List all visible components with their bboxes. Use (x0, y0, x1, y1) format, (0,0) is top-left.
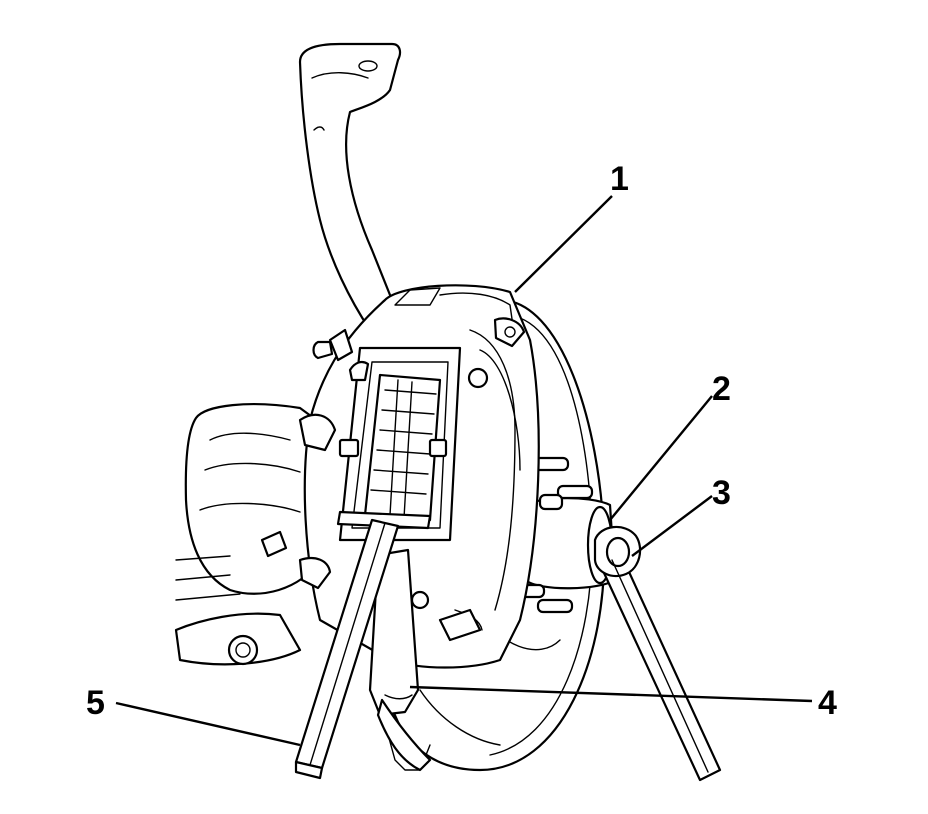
leader-line-1 (514, 195, 613, 293)
callout-3: 3 (712, 474, 731, 512)
callout-2: 2 (712, 370, 731, 408)
callout-4: 4 (818, 684, 837, 722)
wrench (593, 526, 722, 782)
brake-pad (368, 548, 432, 772)
leader-line-4 (409, 685, 813, 703)
caliper-pad-window (336, 346, 462, 542)
steering-knuckle (298, 42, 402, 332)
leader-line-5 (115, 701, 301, 747)
leader-line-3 (631, 495, 713, 557)
pry-bar (294, 518, 400, 780)
leader-line-2 (609, 395, 713, 521)
hub-housing (174, 403, 332, 666)
callout-5: 5 (86, 684, 105, 722)
callout-1: 1 (610, 160, 629, 198)
leader-lines (115, 195, 813, 747)
